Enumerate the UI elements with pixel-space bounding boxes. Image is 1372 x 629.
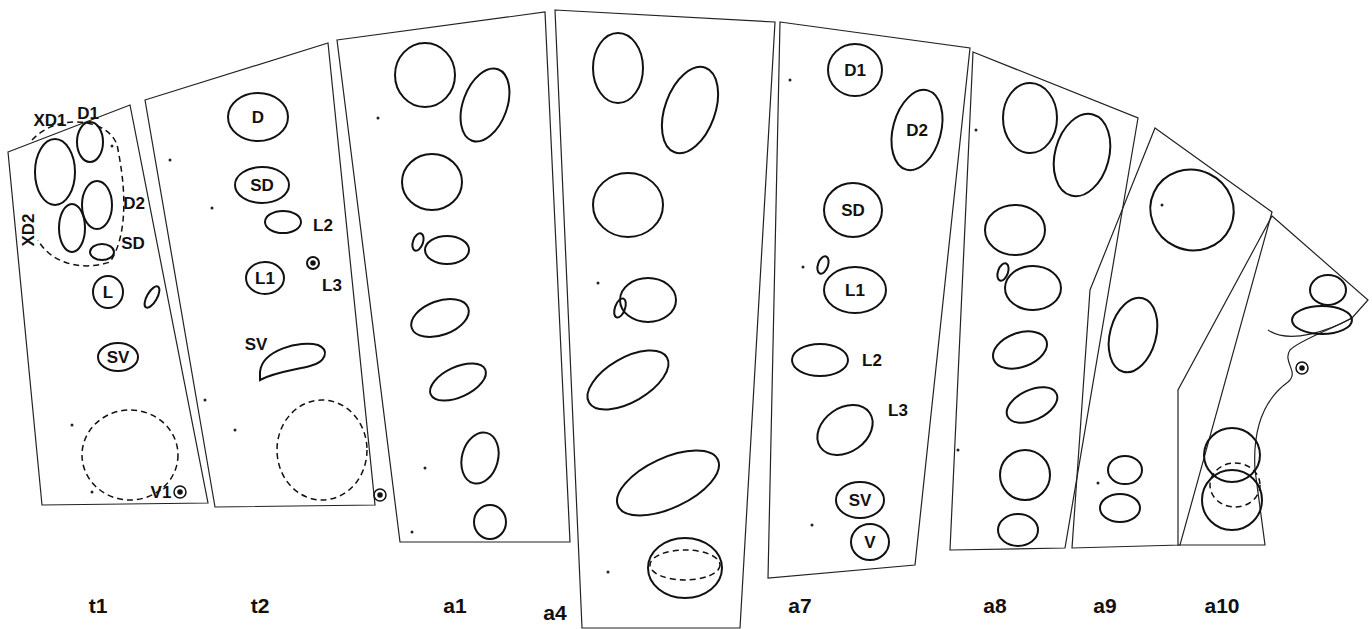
seta-sockets (174, 261, 1308, 501)
segment-label: a9 (1093, 595, 1116, 616)
dashed-outlines (32, 122, 1260, 580)
pinaculum-ellipse (98, 343, 138, 371)
pinaculum-ellipse (824, 183, 882, 237)
seta-name: SV (107, 349, 130, 366)
setal-pinaculum: L1 (245, 261, 285, 295)
setal-pinaculum: D2 (892, 88, 942, 172)
pinaculum-ellipse (824, 267, 886, 313)
setal-pinaculum: D1 (827, 43, 883, 97)
seta-name: D2 (906, 122, 928, 139)
seta-label: L2 (862, 352, 882, 369)
setal-pinaculum: L1 (823, 266, 887, 314)
pinaculum-ellipse (836, 482, 884, 518)
seta-label: D1 (77, 105, 99, 122)
setal-pinaculum: SV (97, 342, 139, 372)
pinaculum-ellipse (828, 44, 882, 96)
seta-name: L (103, 284, 113, 301)
seta-label: D2 (123, 195, 145, 212)
seta-label: XD1 (33, 112, 66, 129)
seta-name: L1 (255, 270, 275, 287)
seta-label: L2 (313, 217, 333, 234)
setal-pinaculum: V (850, 523, 890, 561)
seta-label: SD (121, 235, 145, 252)
seta-label: XD2 (20, 213, 37, 246)
seta-name: D (252, 109, 264, 126)
segment-label: a10 (1204, 595, 1239, 616)
seta-name: SD (841, 202, 865, 219)
pinacula (35, 33, 1352, 598)
setal-pinaculum: SD (823, 182, 883, 238)
seta-name: L1 (845, 282, 865, 299)
seta-name: SD (250, 177, 274, 194)
seta-label: L3 (322, 277, 342, 294)
segment-outlines (8, 10, 1368, 628)
setal-pinaculum: D (227, 92, 289, 142)
segment-label: t2 (251, 595, 270, 616)
segment-label: t1 (89, 595, 108, 616)
pinaculum-ellipse (228, 93, 288, 141)
seta-name: D1 (844, 62, 866, 79)
seta-name: V (864, 534, 875, 551)
segment-label: a4 (543, 602, 566, 623)
pinaculum-ellipse (851, 524, 889, 560)
segment-label: a1 (443, 595, 466, 616)
setal-pinaculum: SV (835, 481, 885, 519)
pinaculum-ellipse (246, 262, 284, 294)
pinaculum-ellipse (93, 276, 123, 308)
seta-label: V1 (151, 484, 172, 501)
microsetae (71, 79, 1164, 574)
seta-label: SV (245, 336, 268, 353)
seta-name: SV (849, 492, 872, 509)
setal-pinaculum: SD (234, 166, 290, 204)
pinaculum-ellipse (235, 167, 289, 203)
segment-label: a7 (788, 595, 811, 616)
setal-pinaculum: L (92, 275, 124, 309)
pinaculum-ellipse (883, 84, 951, 176)
seta-label: L3 (888, 402, 908, 419)
segment-label: a8 (983, 595, 1006, 616)
